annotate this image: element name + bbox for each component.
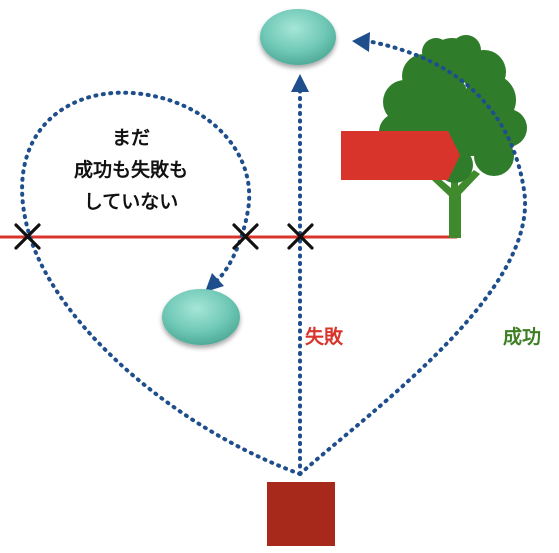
upper-goal-ellipse (260, 9, 336, 65)
cross-mark-icon (287, 223, 314, 250)
failure-label: 失敗 (305, 326, 344, 348)
cross-mark-icon (232, 223, 259, 250)
arrowhead-icon (352, 32, 370, 52)
note-line-2: 成功も失敗も (73, 159, 188, 181)
undecided-dotted-path (20, 90, 302, 476)
lower-ellipse (162, 289, 240, 345)
cross-mark-icon (14, 223, 41, 250)
success-label: 成功 (503, 326, 542, 348)
start-block (267, 482, 335, 546)
undecided-note: まだ 成功も失敗も していない (46, 122, 216, 218)
note-line-3: していない (83, 191, 179, 213)
arrowhead-icon (291, 74, 309, 92)
arrowhead-icon (205, 273, 224, 292)
note-line-1: まだ (111, 127, 150, 149)
signboard (341, 131, 460, 180)
success-dotted-path (298, 40, 528, 476)
